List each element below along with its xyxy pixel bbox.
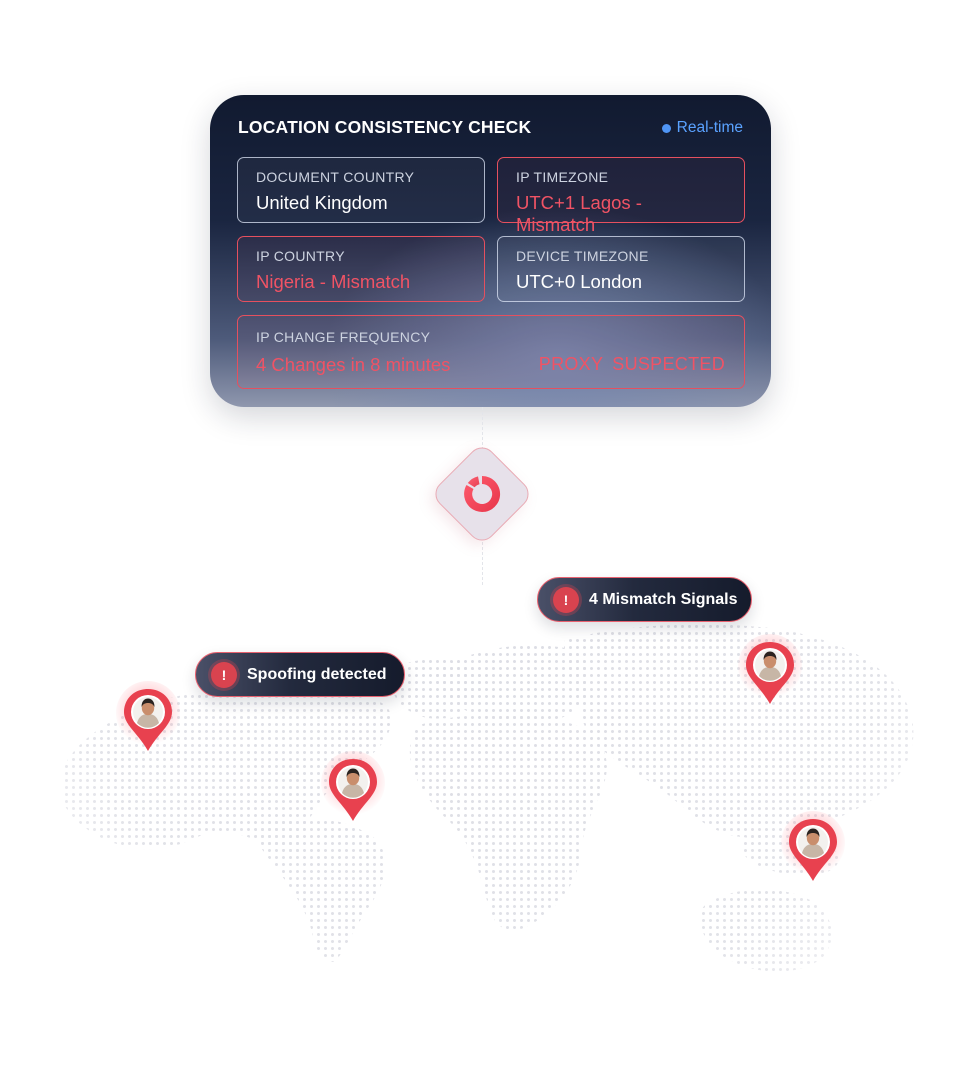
continent-australia (700, 889, 832, 972)
field-value: Nigeria - Mismatch (256, 271, 411, 292)
field-label: IP COUNTRY (256, 248, 345, 264)
field-label: DOCUMENT COUNTRY (256, 169, 415, 185)
user-avatar-pin-icon (738, 634, 802, 714)
field-label: IP CHANGE FREQUENCY (256, 329, 431, 345)
card-title: LOCATION CONSISTENCY CHECK (238, 117, 532, 137)
spoofing-detected-pill: ! Spoofing detected (195, 652, 405, 697)
continent-europe (435, 645, 591, 723)
mismatch-signals-pill: ! 4 Mismatch Signals (537, 577, 752, 622)
pill-text: Spoofing detected (247, 665, 387, 683)
continent-africa (409, 714, 607, 931)
exclamation-icon: ! (211, 661, 237, 688)
field-value: 4 Changes in 8 minutes (256, 354, 451, 375)
field-ip-timezone: IP TIMEZONE UTC+1 Lagos - Mismatch (497, 157, 745, 235)
field-device-timezone: DEVICE TIMEZONE UTC+0 London (497, 236, 745, 302)
continent-south-america (255, 817, 386, 962)
pill-text: 4 Mismatch Signals (589, 590, 738, 608)
field-value: United Kingdom (256, 192, 388, 213)
field-value: UTC+0 London (516, 271, 642, 292)
field-label: IP TIMEZONE (516, 169, 609, 185)
user-avatar-pin-icon (781, 811, 845, 891)
field-document-country: DOCUMENT COUNTRY United Kingdom (237, 157, 485, 223)
realtime-label: Real-time (676, 119, 743, 136)
exclamation-icon: ! (553, 586, 579, 613)
continent-asia (564, 624, 914, 838)
location-consistency-card: LOCATION CONSISTENCY CHECK Real-time DOC… (210, 95, 771, 407)
user-avatar-pin-icon (321, 751, 385, 831)
user-avatar-pin-icon (116, 681, 180, 761)
proxy-suspected-badge: PROXY SUSPECTED (538, 354, 725, 374)
field-ip-change-frequency: IP CHANGE FREQUENCY 4 Changes in 8 minut… (237, 315, 745, 389)
live-dot-icon (661, 123, 671, 133)
realtime-indicator: Real-time (661, 119, 743, 137)
field-label: DEVICE TIMEZONE (516, 248, 649, 264)
field-ip-country: IP COUNTRY Nigeria - Mismatch (237, 236, 485, 302)
brand-ring-logo-icon (464, 475, 501, 512)
field-value: UTC+1 Lagos - Mismatch (516, 192, 642, 235)
